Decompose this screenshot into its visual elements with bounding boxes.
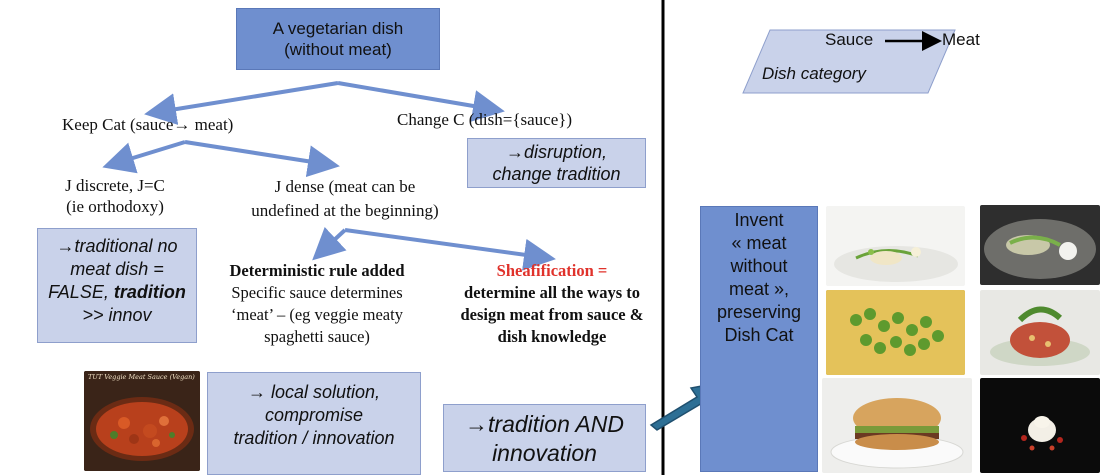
sauce-label: Sauce bbox=[825, 30, 874, 49]
local-line1: → local solution, bbox=[247, 382, 381, 402]
arrow-to-deterministic bbox=[312, 226, 347, 261]
change-c-label: Change C (dish={sauce}) bbox=[397, 110, 573, 129]
dish-photo-6-image bbox=[1021, 416, 1063, 451]
vegetarian-dish-line1: A vegetarian dish bbox=[272, 19, 404, 38]
disruption-box: →disruption, change tradition bbox=[467, 138, 646, 188]
deterministic-text: Deterministic rule added Specific sauce … bbox=[222, 260, 412, 348]
traditional-line2: meat dish = bbox=[70, 259, 164, 279]
j-discrete-line2: (ie orthodoxy) bbox=[66, 197, 164, 216]
traditional-tradition: tradition bbox=[113, 282, 186, 302]
disruption-line2: change tradition bbox=[492, 164, 621, 184]
veggie-sauce-image bbox=[84, 371, 200, 471]
traditional-false: FALSE, bbox=[48, 282, 114, 302]
invent-line1: Invent bbox=[734, 210, 784, 230]
arrow-to-j-discrete bbox=[102, 140, 186, 174]
vegetarian-dish-box: A vegetarian dish (without meat) bbox=[236, 8, 440, 70]
dish-photo-4-image bbox=[990, 306, 1090, 366]
dish-photo-1 bbox=[826, 206, 965, 286]
arrow-to-sheafification bbox=[344, 228, 556, 271]
invent-line6: Dish Cat bbox=[724, 325, 794, 345]
parallelogram-shape bbox=[742, 29, 956, 94]
dish-photo-6 bbox=[980, 378, 1100, 473]
j-discrete-label: J discrete, J=C (ie orthodoxy) bbox=[30, 175, 200, 217]
dish-photo-3-image bbox=[826, 290, 965, 375]
dish-photo-1-image bbox=[834, 246, 958, 282]
arrow-to-keep-cat bbox=[144, 81, 339, 125]
arrow-to-change-c bbox=[337, 81, 505, 122]
tradition-line2: innovation bbox=[492, 440, 597, 466]
invent-box: Invent « meat without meat », preserving… bbox=[700, 206, 818, 472]
dish-photo-4 bbox=[980, 290, 1100, 375]
tradition-innovation-box: →tradition AND innovation bbox=[443, 404, 646, 472]
photo-caption: TUT Veggie Meat Sauce (Vegan) bbox=[88, 373, 195, 381]
vegetarian-dish-line2: (without meat) bbox=[284, 40, 392, 59]
invent-line4: meat », bbox=[728, 279, 790, 299]
traditional-line1: →traditional no bbox=[56, 236, 178, 256]
traditional-line4: >> innov bbox=[82, 305, 152, 325]
traditional-line3: FALSE, tradition bbox=[38, 281, 196, 304]
arrow-to-j-dense bbox=[184, 140, 340, 178]
j-dense-label: J dense (meat can be undefined at the be… bbox=[225, 175, 465, 223]
deterministic-bold: Deterministic rule added bbox=[229, 261, 405, 280]
invent-line3: without bbox=[730, 256, 788, 276]
veggie-sauce-photo: TUT Veggie Meat Sauce (Vegan) bbox=[84, 371, 200, 471]
meat-label: Meat bbox=[942, 30, 980, 49]
sheafification-text: Sheafification = determine all the ways … bbox=[452, 260, 652, 348]
local-line3: tradition / innovation bbox=[233, 428, 395, 448]
traditional-box: →traditional no meat dish = FALSE, tradi… bbox=[37, 228, 197, 343]
j-dense-line2: undefined at the beginning) bbox=[251, 201, 439, 220]
dish-photo-5 bbox=[822, 378, 972, 473]
dish-photo-2 bbox=[980, 205, 1100, 285]
local-line2: compromise bbox=[264, 405, 364, 425]
dish-photo-5-image bbox=[830, 398, 964, 469]
deterministic-rest: Specific sauce determines ‘meat’ – (eg v… bbox=[231, 283, 403, 346]
dish-photo-3 bbox=[826, 290, 965, 375]
dish-category-label: Dish category bbox=[762, 64, 866, 83]
disruption-line1: →disruption, bbox=[505, 142, 608, 162]
tradition-line1: →tradition AND bbox=[465, 411, 624, 437]
sheafification-red: Sheafification = bbox=[496, 261, 608, 280]
sheafification-bold: determine all the ways to design meat fr… bbox=[460, 283, 644, 346]
dish-photo-2-image bbox=[984, 219, 1096, 279]
j-dense-line1: J dense (meat can be bbox=[274, 177, 416, 196]
invent-line5: preserving bbox=[716, 302, 802, 322]
j-discrete-line1: J discrete, J=C bbox=[65, 176, 165, 195]
invent-line2: « meat bbox=[731, 233, 787, 253]
keep-cat-label: Keep Cat (sauce→ meat) bbox=[62, 115, 234, 134]
local-solution-box: → local solution, compromise tradition /… bbox=[207, 372, 421, 475]
